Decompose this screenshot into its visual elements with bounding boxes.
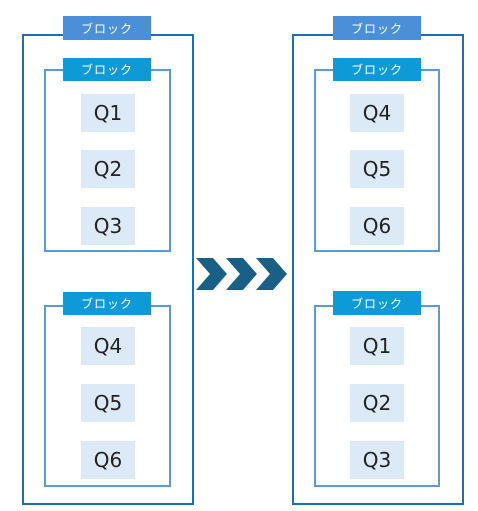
right-group1-question-3: Q6 (350, 207, 404, 245)
left-group1-question-2: Q2 (81, 150, 135, 188)
right-outer-block-label: ブロック (333, 16, 421, 40)
left-inner-block-1-label: ブロック (63, 58, 151, 81)
right-group2-question-2: Q2 (350, 384, 404, 422)
triple-chevron-right-icon (196, 258, 287, 290)
left-group2-question-3: Q6 (81, 441, 135, 479)
left-group1-question-1: Q1 (81, 94, 135, 132)
left-inner-block-2-label: ブロック (63, 292, 151, 315)
chevron-icon-1 (196, 258, 227, 290)
left-group2-question-1: Q4 (81, 327, 135, 365)
chevron-icon-2 (226, 258, 257, 290)
right-group2-question-3: Q3 (350, 441, 404, 479)
right-inner-block-2-label: ブロック (333, 291, 421, 315)
right-group1-question-1: Q4 (350, 94, 404, 132)
left-outer-block-label: ブロック (63, 16, 151, 40)
left-group2-question-2: Q5 (81, 384, 135, 422)
right-inner-block-1-label: ブロック (333, 58, 421, 81)
left-group1-question-3: Q3 (81, 207, 135, 245)
right-group1-question-2: Q5 (350, 150, 404, 188)
right-group2-question-1: Q1 (350, 327, 404, 365)
chevron-icon-3 (256, 258, 287, 290)
